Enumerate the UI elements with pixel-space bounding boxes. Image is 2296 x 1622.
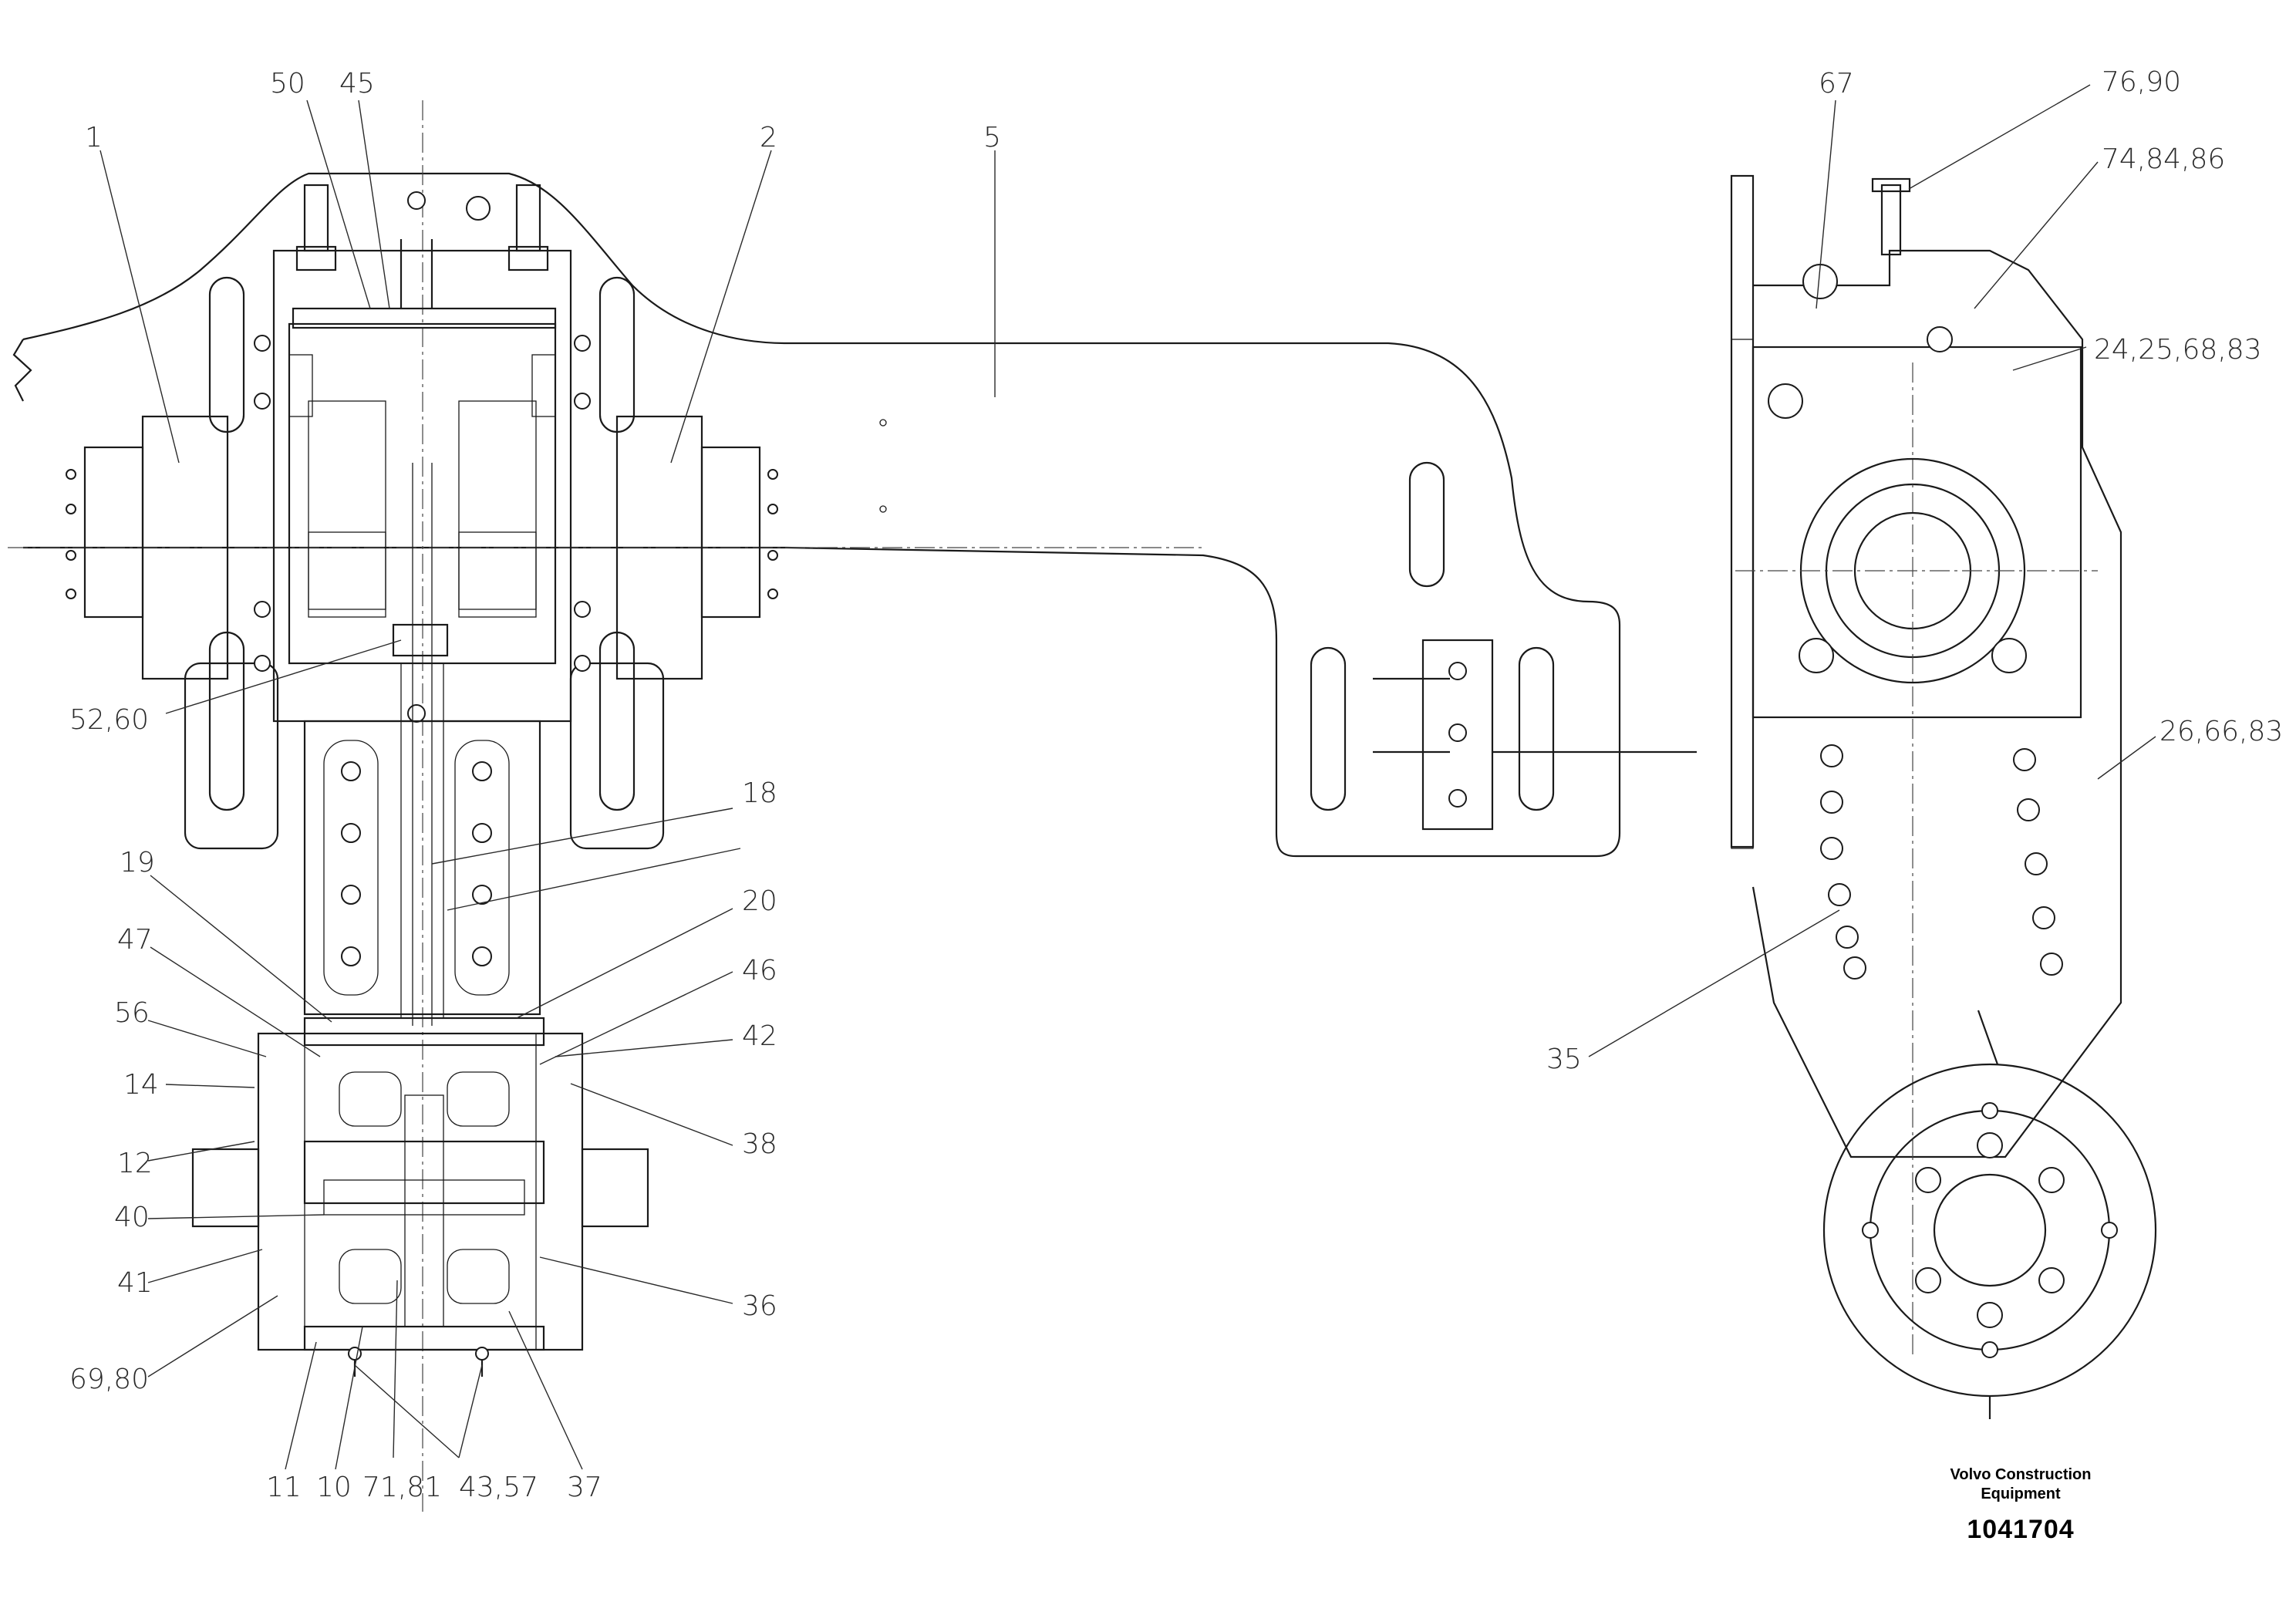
chain-column — [303, 463, 541, 1026]
frame-outline — [8, 100, 1621, 1512]
title-block: Volvo Construction Equipment 1041704 — [1905, 1465, 2136, 1545]
callout-10: 10 — [316, 1472, 352, 1503]
callout-43-57: 43,57 — [459, 1472, 538, 1503]
callout-67: 67 — [1819, 68, 1854, 99]
callout-76-90: 76,90 — [2102, 66, 2181, 98]
callout-47: 47 — [117, 924, 153, 956]
callout-38: 38 — [742, 1128, 777, 1160]
company-name-line1: Volvo Construction — [1950, 1466, 2092, 1483]
frame-bracket — [879, 419, 1697, 831]
leader-lines — [99, 84, 2156, 1470]
gearbox-housing — [191, 1017, 649, 1377]
callout-12: 12 — [117, 1148, 153, 1179]
callout-74-84-86: 74,84,86 — [2102, 143, 2225, 175]
callout-42: 42 — [742, 1020, 777, 1052]
callout-41: 41 — [117, 1267, 153, 1299]
callout-71-81: 71,81 — [362, 1472, 442, 1503]
callout-37: 37 — [567, 1472, 602, 1503]
company-name-line2: Equipment — [1981, 1485, 2061, 1502]
callout-14: 14 — [123, 1069, 159, 1101]
frame-slots — [208, 276, 1555, 811]
callout-20: 20 — [742, 885, 777, 917]
callout-5: 5 — [983, 122, 1001, 153]
callout-19: 19 — [120, 847, 155, 878]
callout-36: 36 — [742, 1290, 777, 1322]
callout-45: 45 — [339, 68, 375, 99]
callout-2: 2 — [760, 122, 777, 153]
callout-52-60: 52,60 — [69, 704, 149, 736]
callout-46: 46 — [742, 955, 777, 986]
drawing-number: 1041704 — [1967, 1515, 2075, 1544]
callout-1: 1 — [85, 122, 103, 153]
callout-26-66-83: 26,66,83 — [2159, 716, 2283, 747]
callout-69-80: 69,80 — [69, 1364, 149, 1395]
side-view — [1730, 174, 2157, 1419]
callout-56: 56 — [114, 997, 150, 1029]
callout-24-25-68-83: 24,25,68,83 — [2094, 334, 2262, 366]
motor-2 — [569, 415, 778, 850]
callout-11: 11 — [266, 1472, 302, 1503]
callout-50: 50 — [270, 68, 305, 99]
callout-35: 35 — [1546, 1044, 1582, 1075]
motor-1 — [66, 415, 279, 850]
callout-labels: 1 2 5 50 45 52,60 18 19 20 47 46 56 42 1… — [69, 66, 2283, 1503]
callout-40: 40 — [114, 1202, 150, 1233]
callout-18: 18 — [742, 777, 777, 809]
